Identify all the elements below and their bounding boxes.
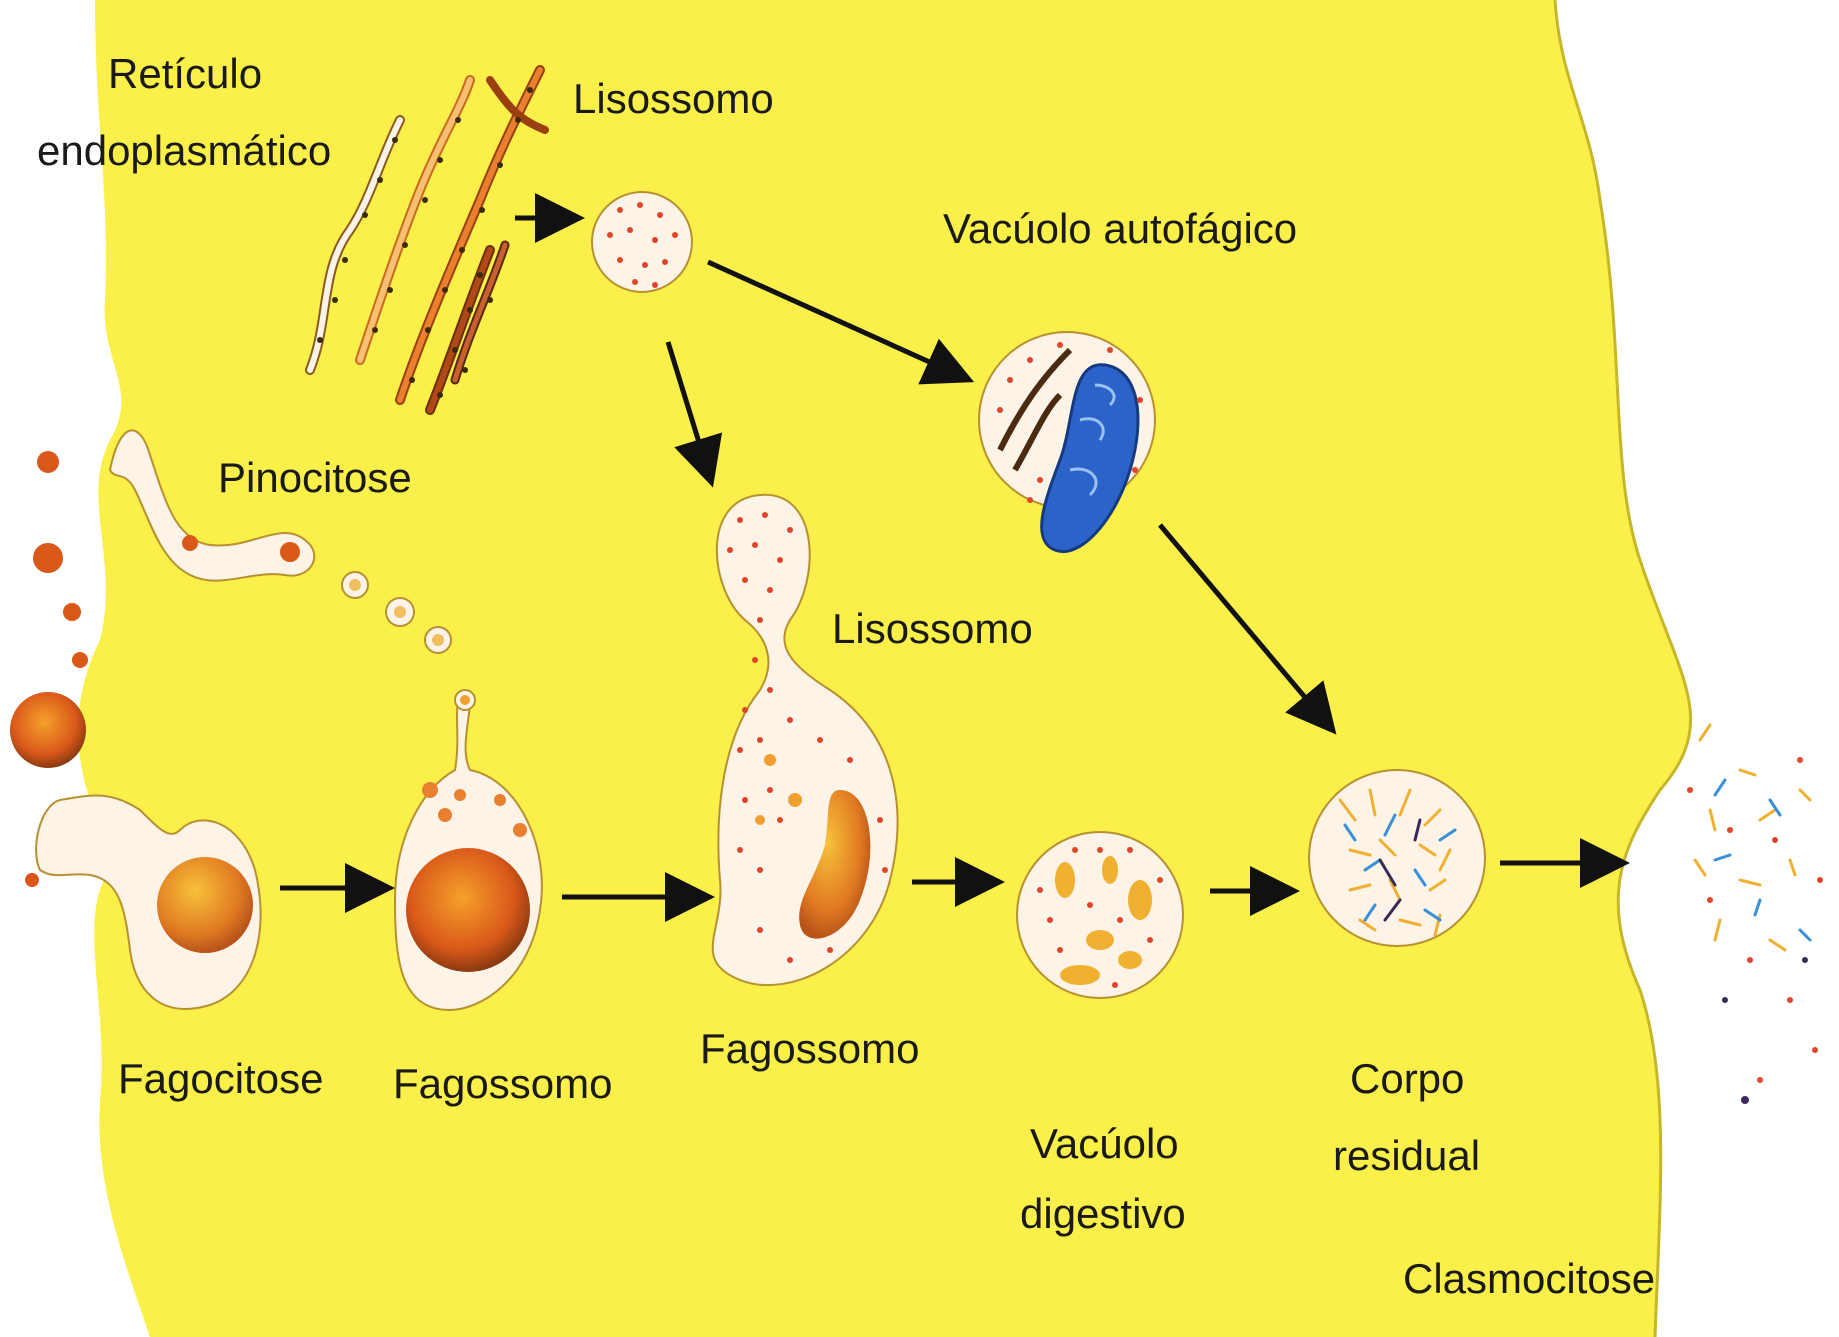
label-corpo-residual-line2: residual [1333,1132,1480,1179]
label-lisossomo-mid: Lisossomo [832,605,1033,652]
label-reticulo-line2: endoplasmático [37,127,331,174]
expelled-dark-particles [1722,957,1808,1104]
expelled-debris [1695,725,1810,950]
label-reticulo-line1: Retículo [108,50,262,97]
label-fagossomo-2: Fagossomo [700,1025,919,1072]
label-lisossomo-top: Lisossomo [573,75,774,122]
expelled-enzyme-dots [1687,757,1823,1083]
external-food-particle [10,692,86,768]
label-pinocitose: Pinocitose [218,454,412,501]
label-fagossomo-1: Fagossomo [393,1060,612,1107]
phagocytosed-particle [157,857,253,953]
label-vacuolo-digestivo-line1: Vacúolo [1030,1120,1179,1167]
label-vacuolo-digestivo-line2: digestivo [1020,1190,1186,1237]
label-vacuolo-autofagico: Vacúolo autofágico [943,205,1297,252]
lysosome-top [592,192,692,292]
residual-body [1309,770,1485,946]
label-fagocitose: Fagocitose [118,1055,323,1102]
label-clasmocitose: Clasmocitose [1403,1255,1655,1302]
label-corpo-residual-line1: Corpo [1350,1055,1464,1102]
digestive-vacuole [1017,832,1183,998]
